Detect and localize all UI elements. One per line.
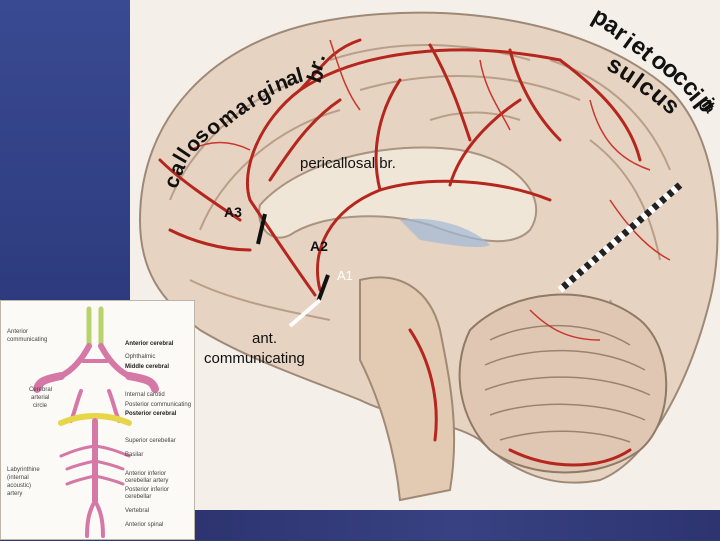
inset-label: Vertebral [125, 508, 150, 514]
ant-communicating-label-line1: ant. [252, 330, 278, 347]
brainstem [359, 276, 456, 502]
inset-label: arterial [31, 395, 50, 401]
inset-label: (internal [7, 475, 29, 481]
bottom-blue-band [195, 510, 720, 540]
inset-label: Cerebral [29, 387, 53, 393]
inset-label: acoustic) [7, 483, 32, 489]
inset-label: Posterior communicating [125, 402, 192, 408]
inset-label: Posterior inferior [125, 487, 170, 493]
artery-network [158, 38, 642, 467]
anterior-cerebral-vessels [86, 306, 104, 349]
inset-label: Middle cerebral [125, 364, 170, 370]
inset-label: cerebellar [125, 494, 152, 500]
inset-label: Anterior [7, 329, 29, 335]
cerebellum [458, 293, 668, 474]
vertebral-vessels [85, 499, 105, 538]
a2-label: A2 [310, 238, 328, 254]
ant-communicating-label-line2: communicating [204, 350, 305, 367]
inset-label: Anterior spinal [125, 522, 164, 528]
circle-of-willis-inset: Anterior communicating Cerebral arterial… [0, 300, 195, 540]
a1-label: A1 [337, 268, 353, 283]
ant-communicating-arrow [288, 298, 322, 328]
inset-label: Posterior cerebral [125, 411, 177, 417]
inset-label: Basilar [125, 452, 144, 458]
anterior-inferior-cerebellar-vessels [65, 459, 125, 471]
inset-label: Anterior cerebral [125, 341, 174, 347]
a3-label: A3 [224, 204, 242, 220]
corpus-callosum [258, 146, 538, 243]
middle-cerebral-branches [33, 372, 159, 393]
inset-label: artery [7, 491, 23, 497]
cerebellum-folia [484, 324, 651, 443]
inset-label: communicating [7, 337, 48, 343]
brain-sagittal-drawing [138, 11, 719, 502]
inset-label: Internal carotid [125, 392, 165, 398]
a3-marker [256, 213, 267, 245]
brain-illustration [130, 0, 720, 510]
superior-cerebellar-vessels [59, 444, 131, 458]
inset-label: Anterior inferior [125, 471, 167, 477]
circle-of-willis-drawing [33, 306, 159, 538]
posterior-inferior-cerebellar-vessels [65, 474, 125, 486]
inset-label: Superior cerebellar [125, 438, 176, 444]
inset-label: circle [33, 403, 48, 409]
inset-label: Ophthalmic [125, 354, 156, 360]
artery-branches [189, 39, 671, 341]
inset-label: Labyrinthine [7, 467, 40, 473]
parieto-occipital-sulcus-line [557, 182, 683, 293]
a1-marker [316, 274, 330, 303]
pericallosal-label: pericallosal br. [300, 155, 396, 172]
posterior-cerebral-vessels [58, 412, 132, 426]
ventricle [400, 218, 490, 248]
inset-label: cerebellar artery [125, 478, 169, 484]
